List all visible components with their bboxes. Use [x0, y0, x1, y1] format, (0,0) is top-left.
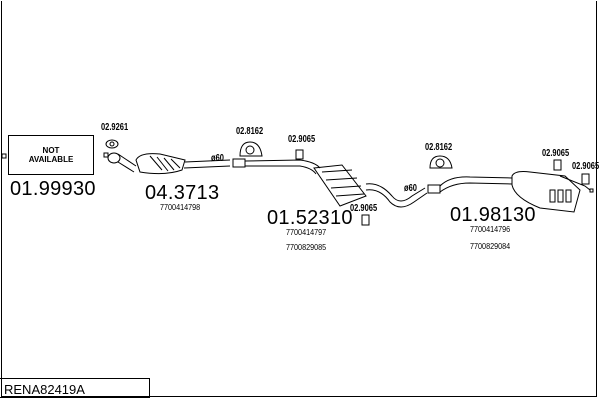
oem-reference: 7700829084: [470, 241, 511, 251]
diagram-code: RENA82419A: [0, 378, 150, 398]
accessory-number[interactable]: 02.8162: [425, 142, 453, 153]
accessory-number[interactable]: 02.9261: [101, 122, 129, 133]
intermediate-pipe: [244, 159, 321, 175]
rubber-hanger-icon: [239, 141, 263, 157]
rubber-hanger-icon: [429, 155, 453, 169]
accessory-number[interactable]: 02.9065: [572, 161, 600, 172]
pipe-diameter: ø60: [211, 153, 224, 164]
oem-reference: 7700414798: [160, 202, 201, 212]
clamp-icon: [295, 149, 304, 160]
catalytic-converter-icon: [103, 152, 246, 175]
not-available-line2: AVAILABLE: [28, 155, 74, 164]
clamp-icon: [553, 159, 562, 171]
sleeve-icon: [427, 184, 441, 194]
gasket-icon: [105, 139, 119, 149]
rear-pipe: [439, 176, 513, 193]
rear-muffler-icon: [511, 171, 594, 213]
oem-reference: 7700414796: [470, 224, 511, 234]
part-number[interactable]: 01.98130: [450, 204, 536, 226]
pipe-diameter: ø60: [404, 183, 417, 194]
not-available-line1: NOT: [42, 146, 60, 155]
part-number[interactable]: 01.52310: [267, 207, 353, 229]
oem-reference: 7700829085: [286, 242, 327, 252]
accessory-number[interactable]: 02.9065: [288, 134, 316, 145]
oem-reference: 7700414797: [286, 227, 327, 237]
accessory-number[interactable]: 02.8162: [236, 126, 264, 137]
accessory-number[interactable]: 02.9065: [350, 203, 378, 214]
middle-muffler-icon: [313, 164, 428, 208]
clamp-icon: [361, 214, 370, 226]
pipe-end-left-icon: [1, 153, 7, 159]
part-number[interactable]: 04.3713: [145, 182, 220, 204]
part-number[interactable]: 01.99930: [10, 178, 96, 200]
clamp-icon: [581, 173, 590, 185]
not-available-box: NOT AVAILABLE: [8, 135, 94, 175]
accessory-number[interactable]: 02.9065: [542, 148, 570, 159]
